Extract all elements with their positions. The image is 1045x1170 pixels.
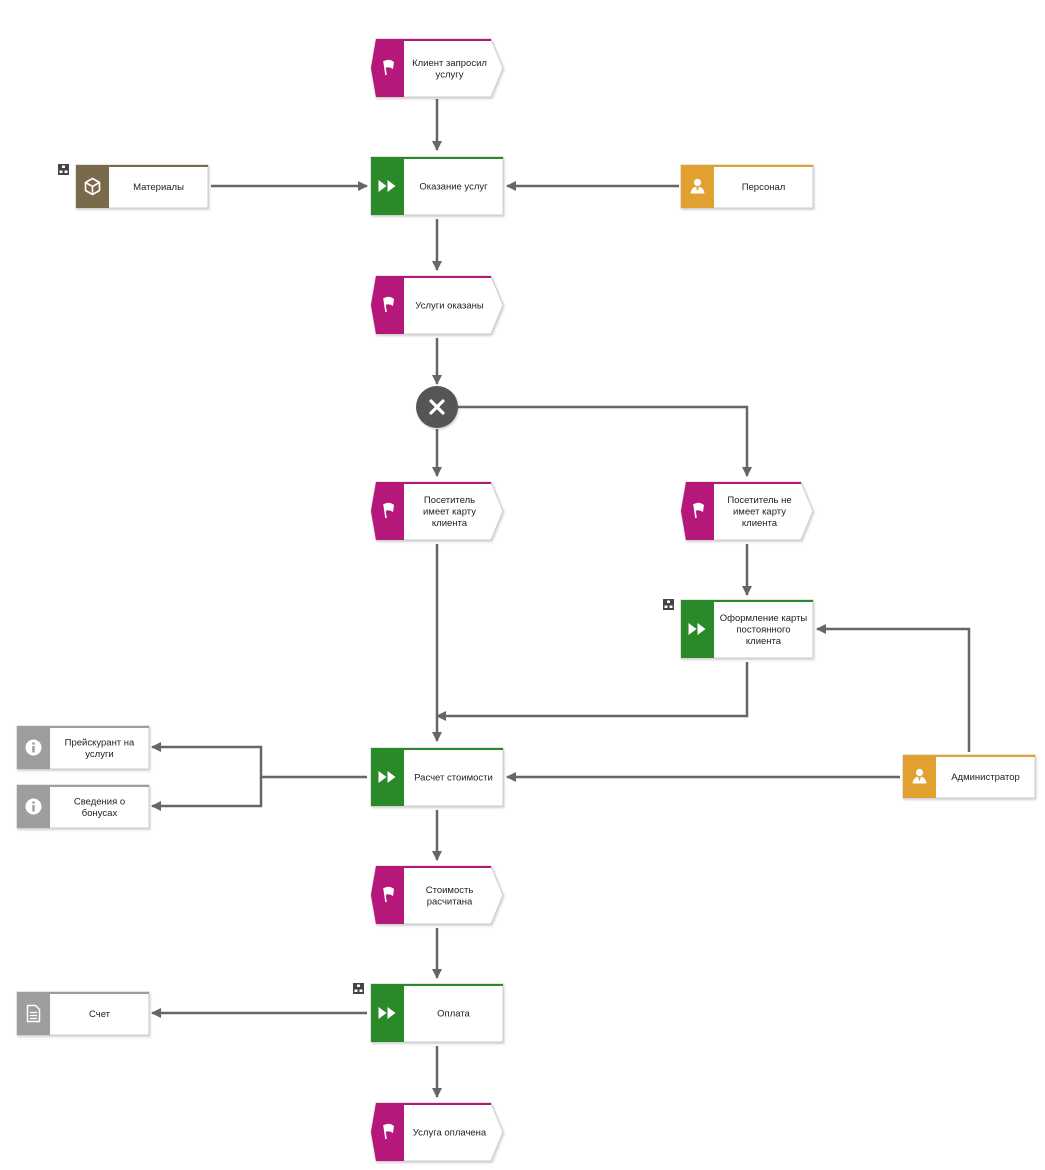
node-label: Оказание услуг (419, 182, 488, 193)
x-icon (429, 399, 445, 415)
edge-fn_calc-to-info_bonus (151, 777, 263, 811)
fast-forward-icon (378, 1007, 396, 1019)
node-label: Материалы (133, 182, 184, 193)
edge-fn_card-to-fn_calc (436, 662, 749, 721)
node-label: Персонал (742, 182, 786, 193)
submodel-icon[interactable] (663, 599, 674, 610)
person-icon (912, 768, 927, 784)
fn-pay-node[interactable]: Оплата (353, 983, 504, 1043)
fast-forward-icon (378, 180, 396, 192)
edge-fn_calc-to-info_price (151, 742, 367, 779)
document-icon (26, 1004, 41, 1023)
node-label: Оплата (437, 1009, 470, 1020)
package-icon (84, 177, 101, 196)
info-icon (25, 739, 42, 756)
role-admin-node[interactable]: Администратор (902, 754, 1036, 799)
node-label: Расчет стоимости (414, 773, 493, 784)
connectors (151, 99, 971, 1098)
flag-icon (383, 59, 394, 76)
flag-icon (383, 502, 394, 519)
doc-invoice-node[interactable]: Счет (16, 991, 150, 1036)
ev-paid-node[interactable]: Услуга оплачена (370, 1102, 504, 1162)
fast-forward-icon (688, 623, 706, 635)
fn-service-node[interactable]: Оказание услуг (370, 156, 504, 216)
person-icon (690, 178, 705, 194)
node-label: Администратор (951, 772, 1020, 783)
info-icon (25, 798, 42, 815)
fast-forward-icon (378, 771, 396, 783)
submodel-icon[interactable] (353, 983, 364, 994)
gw-xor-node[interactable] (416, 386, 458, 428)
node-label: Услуги оказаны (415, 301, 484, 312)
ev-served-node[interactable]: Услуги оказаны (370, 275, 504, 335)
submodel-icon[interactable] (58, 164, 69, 175)
flag-icon (383, 296, 394, 313)
node-label: Услуга оплачена (413, 1128, 487, 1139)
flag-icon (693, 502, 704, 519)
flag-icon (383, 1123, 394, 1140)
fn-calc-node[interactable]: Расчет стоимости (370, 747, 504, 807)
edge-role_admin-to-fn_card (816, 624, 971, 752)
node-label: Счет (89, 1009, 111, 1020)
flag-icon (383, 886, 394, 903)
edge-gw_xor-to-ev_no_card (458, 405, 752, 477)
role-staff-node[interactable]: Персонал (680, 164, 814, 209)
res-materials-node[interactable]: Материалы (58, 164, 209, 209)
